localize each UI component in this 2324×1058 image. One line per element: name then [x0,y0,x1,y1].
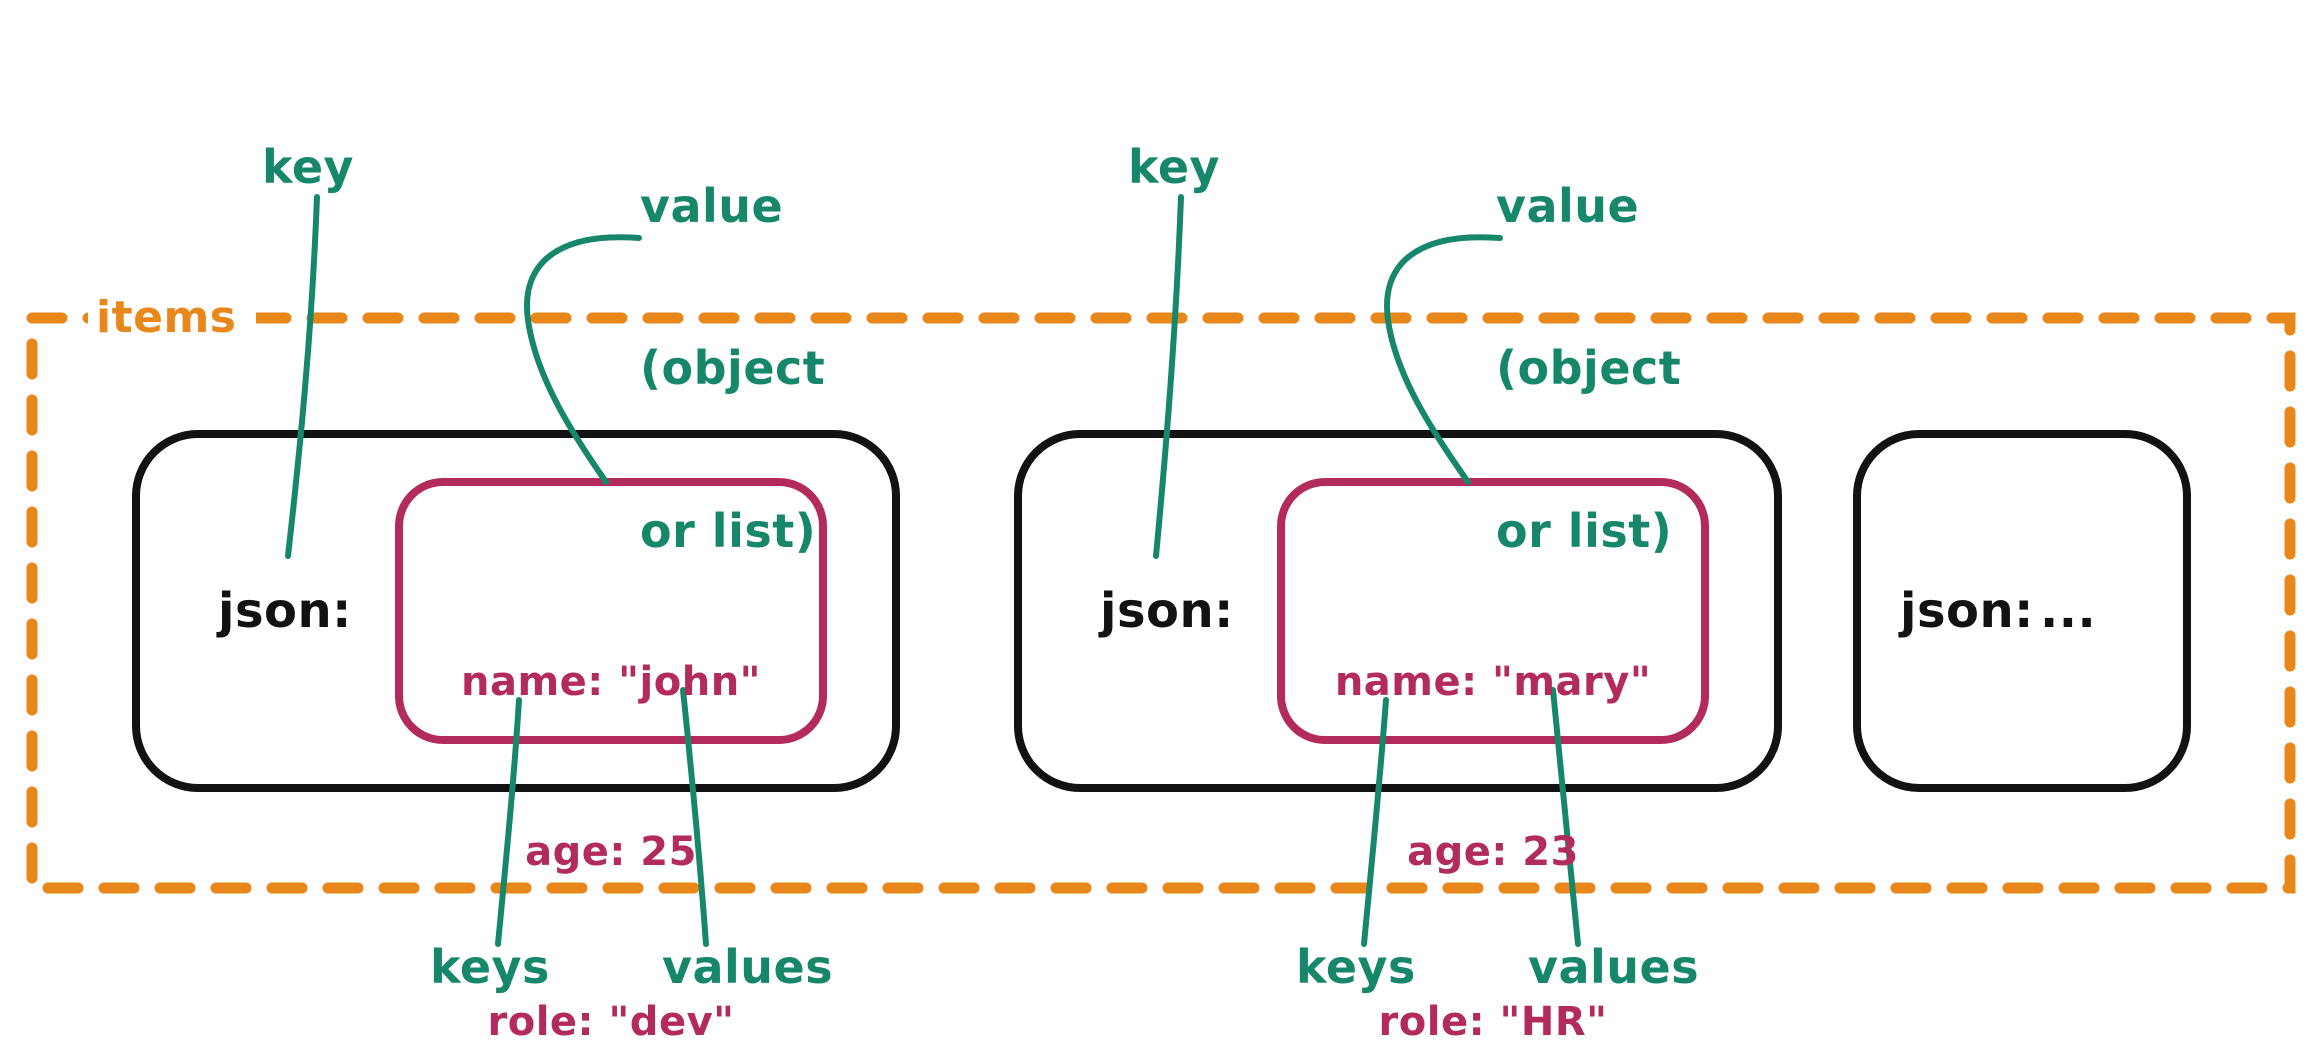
annotation-value-right-line-1: value [1496,178,1640,233]
items-label-backdrop [88,292,256,344]
annotation-keys-right: keys [1296,940,1416,994]
card-2-json-label: json: [1100,583,1234,639]
annotation-value-right-line-2: (object [1496,341,1682,396]
card-2-entry-line-1: name: "mary" [1334,658,1652,705]
annotation-values-right: values [1528,940,1700,994]
leader-line-values-left [680,687,709,947]
card-3-json-label: json: [1900,583,2034,639]
card-1-json-label: json: [218,583,352,639]
card-2-entry-line-3: role: "HR" [1378,999,1608,1046]
card-1-value-box-outline [395,478,827,744]
annotation-value-left-line-2: (object [640,341,826,396]
card-2-entry-line-2: age: 23 [1407,828,1579,875]
annotation-key-right: key [1128,140,1221,194]
card-2-json-entries: name: "mary" age: 23 role: "HR" [1281,540,1705,1058]
leader-line-key-right [1153,194,1184,559]
leader-line-keys-left [495,697,522,947]
annotation-values-left: values [662,940,834,994]
card-3-ellipsis: ... [2040,583,2097,639]
items-container-label: items [96,292,237,343]
annotation-key-left: key [262,140,355,194]
card-3-outline [1853,430,2191,792]
annotation-value-right-line-3: or list) [1496,504,1673,559]
leader-line-keys-right [1361,697,1389,947]
annotation-keys-left: keys [430,940,550,994]
card-1-entry-line-2: age: 25 [525,828,697,875]
card-1-entry-line-3: role: "dev" [487,999,735,1046]
leader-line-values-right [1550,687,1581,947]
annotation-value-left-line-1: value [640,178,784,233]
annotation-value-left: value (object or list) [640,70,825,667]
card-2-value-box-outline [1277,478,1709,744]
leader-line-value-left [524,234,642,485]
annotation-value-right: value (object or list) [1496,70,1681,667]
leader-line-key-left [285,194,320,559]
annotation-value-left-line-3: or list) [640,504,817,559]
items-container-border [26,312,2296,894]
card-1-json-entries: name: "john" age: 25 role: "dev" [399,540,823,1058]
leader-line-value-right [1384,234,1503,485]
card-1-entry-line-1: name: "john" [460,658,762,705]
